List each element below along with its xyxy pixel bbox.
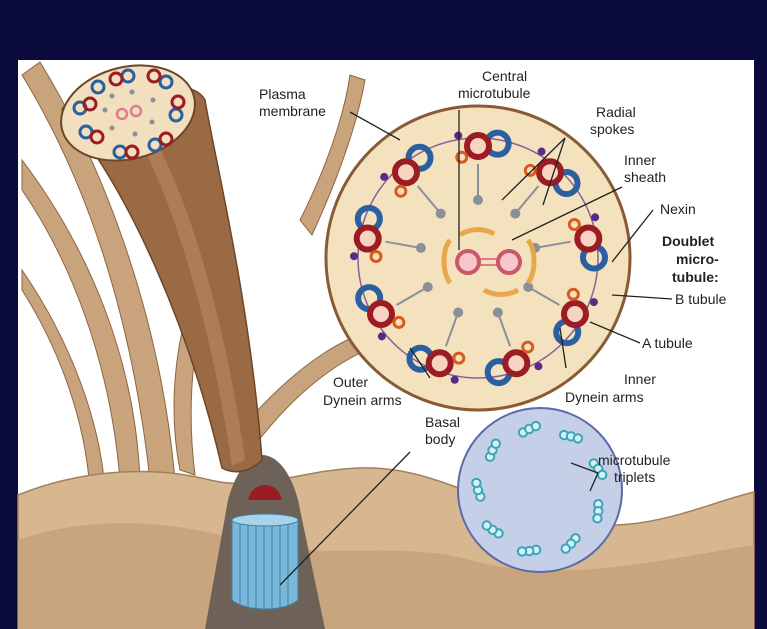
- a-tubule: [395, 161, 417, 183]
- label-a-tubule: A tubule: [642, 335, 693, 351]
- label-nexin: Nexin: [660, 201, 696, 217]
- outer-dynein-arm: [380, 173, 388, 181]
- label-central-mt-2: microtubule: [458, 85, 531, 101]
- triplet-tubule: [593, 514, 601, 522]
- label-plasma-membrane-2: membrane: [259, 103, 326, 119]
- a-tubule: [370, 303, 392, 325]
- radial-spoke-head: [423, 282, 433, 292]
- label-basal-body-1: Basal: [425, 414, 460, 430]
- triplet-tubule: [598, 471, 606, 479]
- microtubule-triplet: [593, 500, 602, 523]
- radial-spoke-head: [416, 243, 426, 253]
- a-tubule: [467, 135, 489, 157]
- triplet-tubule: [518, 547, 526, 555]
- triplet-tubule: [483, 521, 491, 529]
- a-tubule: [577, 228, 599, 250]
- basal-body-cross-section: [458, 408, 622, 572]
- triplet-tubule: [574, 434, 582, 442]
- label-triplets-1: microtubule: [598, 452, 671, 468]
- axoneme-cross-section: [326, 106, 630, 410]
- a-tubule: [505, 352, 527, 374]
- label-radial-spokes-1: Radial: [596, 104, 636, 120]
- label-plasma-membrane-1: Plasma: [259, 86, 306, 102]
- outer-dynein-arm: [378, 332, 386, 340]
- label-inner-dynein-1: Inner: [624, 371, 656, 387]
- label-triplets-2: triplets: [614, 469, 655, 485]
- outer-dynein-arm: [534, 362, 542, 370]
- label-doublet-3: tubule:: [672, 269, 719, 285]
- label-basal-body-2: body: [425, 431, 455, 447]
- outer-dynein-arm: [590, 298, 598, 306]
- microtubule-triplet: [518, 546, 540, 556]
- outer-dynein-arm: [591, 213, 599, 221]
- outer-dynein-arm: [538, 148, 546, 156]
- label-inner-sheath-2: sheath: [624, 169, 666, 185]
- label-outer-dynein-2: Dynein arms: [323, 392, 402, 408]
- triplet-tubule: [562, 544, 570, 552]
- outer-dynein-arm: [451, 376, 459, 384]
- label-doublet-1: Doublet: [662, 233, 714, 249]
- radial-spoke-head: [510, 209, 520, 219]
- label-inner-sheath-1: Inner: [624, 152, 656, 168]
- label-inner-dynein-2: Dynein arms: [565, 389, 644, 405]
- label-outer-dynein-1: Outer: [333, 374, 368, 390]
- triplet-tubule: [492, 440, 500, 448]
- outer-dynein-arm: [350, 252, 358, 260]
- a-tubule: [539, 161, 561, 183]
- radial-spoke-head: [473, 195, 483, 205]
- radial-spoke-head: [493, 308, 503, 318]
- a-tubule: [564, 303, 586, 325]
- a-tubule: [429, 352, 451, 374]
- a-tubule: [357, 228, 379, 250]
- triplet-tubule: [532, 422, 540, 430]
- outer-dynein-arm: [454, 132, 462, 140]
- triplet-tubule: [472, 479, 480, 487]
- radial-spoke-head: [523, 282, 533, 292]
- radial-spoke-head: [436, 209, 446, 219]
- radial-spoke-head: [453, 308, 463, 318]
- label-doublet-2: micro-: [676, 251, 719, 267]
- label-b-tubule: B tubule: [675, 291, 727, 307]
- label-central-mt-1: Central: [482, 68, 527, 84]
- label-radial-spokes-2: spokes: [590, 121, 634, 137]
